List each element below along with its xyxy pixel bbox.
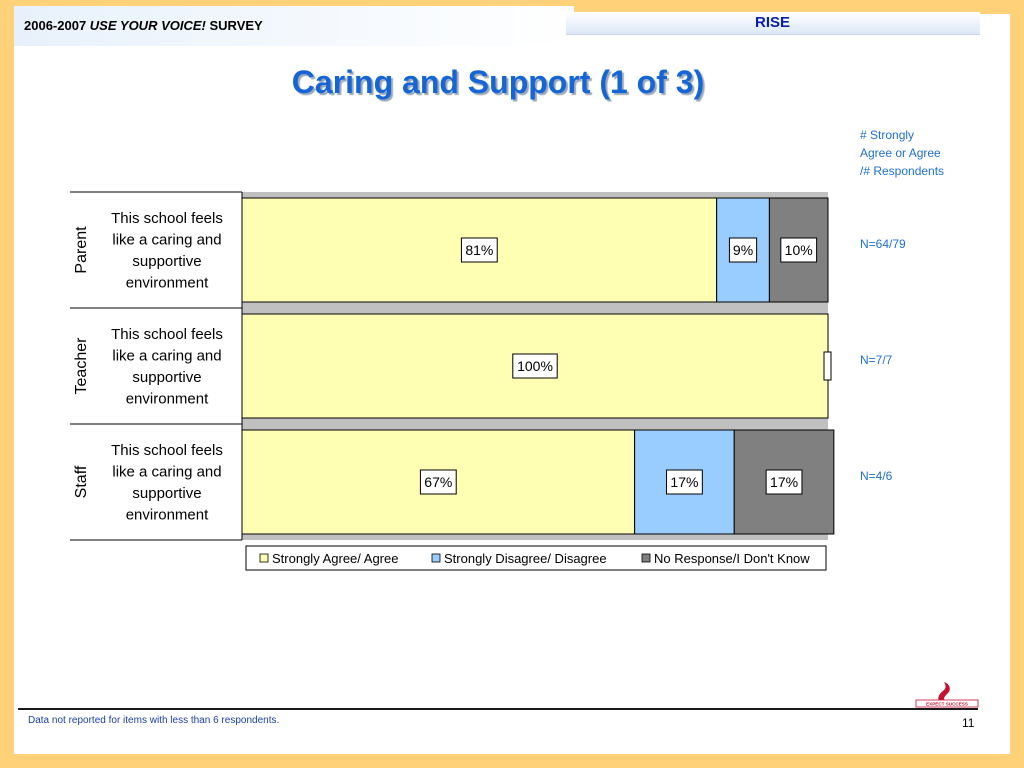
svg-text:EXPECT SUCCESS: EXPECT SUCCESS (926, 702, 968, 707)
legend-swatch (641, 553, 651, 563)
expect-success-logo: EXPECT SUCCESS (914, 680, 980, 708)
data-label: 100% (517, 358, 553, 374)
legend-label: Strongly Disagree/ Disagree (444, 551, 607, 566)
item-label-line: This school feels (111, 442, 223, 459)
footer-divider (18, 708, 978, 710)
respondent-count: N=7/7 (860, 353, 893, 367)
org-label: RISE (755, 14, 791, 31)
header-survey-word: SURVEY (209, 18, 263, 33)
data-label-box (728, 237, 758, 263)
data-label-box (765, 469, 803, 495)
data-label: 81% (465, 242, 493, 258)
data-label-box (460, 237, 498, 263)
item-label-line: like a caring and (112, 463, 221, 480)
item-label-line: This school feels (111, 326, 223, 343)
header-bar (566, 12, 980, 35)
side-note-line-2: Agree or Agree (860, 146, 941, 160)
item-label-line: environment (126, 274, 209, 291)
legend-swatch (431, 553, 441, 563)
item-label-line: supportive (132, 485, 201, 502)
footer-note: Data not reported for items with less th… (28, 715, 280, 726)
side-note-line-3: /# Respondents (860, 164, 945, 178)
survey-header: 2006-2007 USE YOUR VOICE! SURVEY (24, 18, 263, 33)
item-label-line: This school feels (111, 210, 223, 227)
side-note-line-1: # Strongly (860, 128, 915, 142)
item-label-line: supportive (132, 369, 201, 386)
data-label: 17% (670, 474, 698, 490)
legend-swatch (259, 553, 269, 563)
item-label-line: like a caring and (112, 231, 221, 248)
legend-label: Strongly Agree/ Agree (272, 551, 398, 566)
header-band (14, 6, 574, 46)
item-label-line: environment (126, 506, 209, 523)
data-label-box (666, 469, 703, 495)
page-number: 11 (962, 716, 975, 730)
data-label: 17% (770, 474, 798, 490)
respondent-count: N=4/6 (860, 469, 893, 483)
group-label: Staff (73, 465, 90, 498)
data-label-box (780, 237, 818, 263)
data-label: 9% (733, 242, 753, 258)
zero-label-box (823, 351, 832, 381)
legend-label: No Response/I Don't Know (654, 551, 810, 566)
header-years: 2006-2007 (24, 18, 87, 33)
item-label-line: supportive (132, 253, 201, 270)
item-label-line: like a caring and (112, 347, 221, 364)
legend-box (245, 545, 827, 571)
data-label: 67% (424, 474, 452, 490)
data-label-box (512, 353, 558, 379)
group-label: Teacher (73, 337, 90, 395)
item-label-line: environment (126, 390, 209, 407)
page-title: Caring and Support (1 of 3) (291, 64, 705, 100)
data-label-box (419, 469, 457, 495)
respondent-count: N=64/79 (860, 237, 906, 251)
header-survey-name: USE YOUR VOICE! (89, 18, 206, 33)
group-label: Parent (73, 226, 90, 274)
data-label: 10% (785, 242, 813, 258)
